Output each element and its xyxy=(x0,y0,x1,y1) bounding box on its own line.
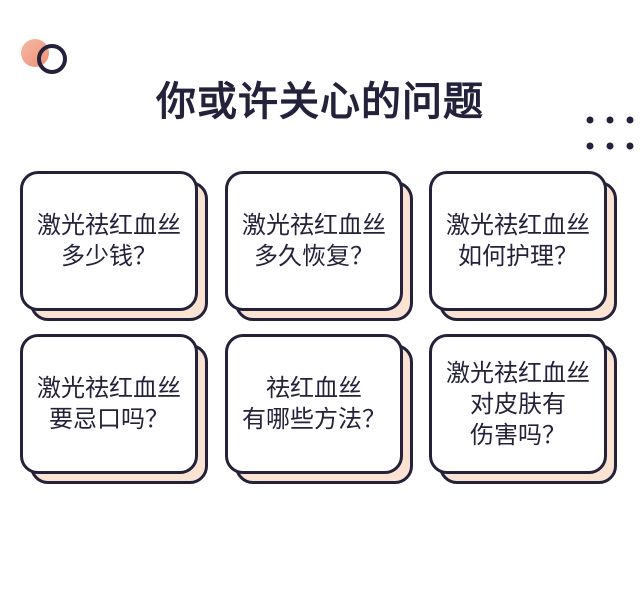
page-title: 你或许关心的问题 xyxy=(156,79,484,125)
question-card-diet[interactable]: 激光祛红血丝 要忌口吗？ xyxy=(20,334,208,484)
card-line: 多少钱？ xyxy=(61,242,157,270)
card-line: 如何护理？ xyxy=(458,242,578,270)
card-face: 激光祛红血丝 多少钱？ xyxy=(20,171,198,311)
card-face: 激光祛红血丝 要忌口吗？ xyxy=(20,334,198,474)
card-line: 要忌口吗？ xyxy=(49,405,169,433)
card-face: 祛红血丝 有哪些方法？ xyxy=(225,334,403,474)
card-line: 激光祛红血丝 xyxy=(37,211,181,239)
question-card-methods[interactable]: 祛红血丝 有哪些方法？ xyxy=(225,334,413,484)
card-line: 激光祛红血丝 xyxy=(446,211,590,239)
card-line: 激光祛红血丝 xyxy=(446,358,590,387)
card-face: 激光祛红血丝 如何护理？ xyxy=(429,171,607,311)
decorative-circles-icon xyxy=(21,39,67,74)
card-line: 多久恢复？ xyxy=(254,242,374,270)
decorative-dots-icon xyxy=(586,116,634,150)
card-line: 对皮肤有 xyxy=(470,389,566,418)
card-face: 激光祛红血丝 对皮肤有 伤害吗？ xyxy=(429,334,607,474)
card-face: 激光祛红血丝 多久恢复？ xyxy=(225,171,403,311)
question-card-care[interactable]: 激光祛红血丝 如何护理？ xyxy=(429,171,617,321)
question-card-cost[interactable]: 激光祛红血丝 多少钱？ xyxy=(20,171,208,321)
card-line: 祛红血丝 xyxy=(266,374,362,402)
question-card-recovery[interactable]: 激光祛红血丝 多久恢复？ xyxy=(225,171,413,321)
card-line: 伤害吗？ xyxy=(470,420,566,449)
card-line: 激光祛红血丝 xyxy=(242,211,386,239)
card-line: 激光祛红血丝 xyxy=(37,374,181,402)
card-line: 有哪些方法？ xyxy=(242,405,386,433)
question-card-harm[interactable]: 激光祛红血丝 对皮肤有 伤害吗？ xyxy=(429,334,617,484)
